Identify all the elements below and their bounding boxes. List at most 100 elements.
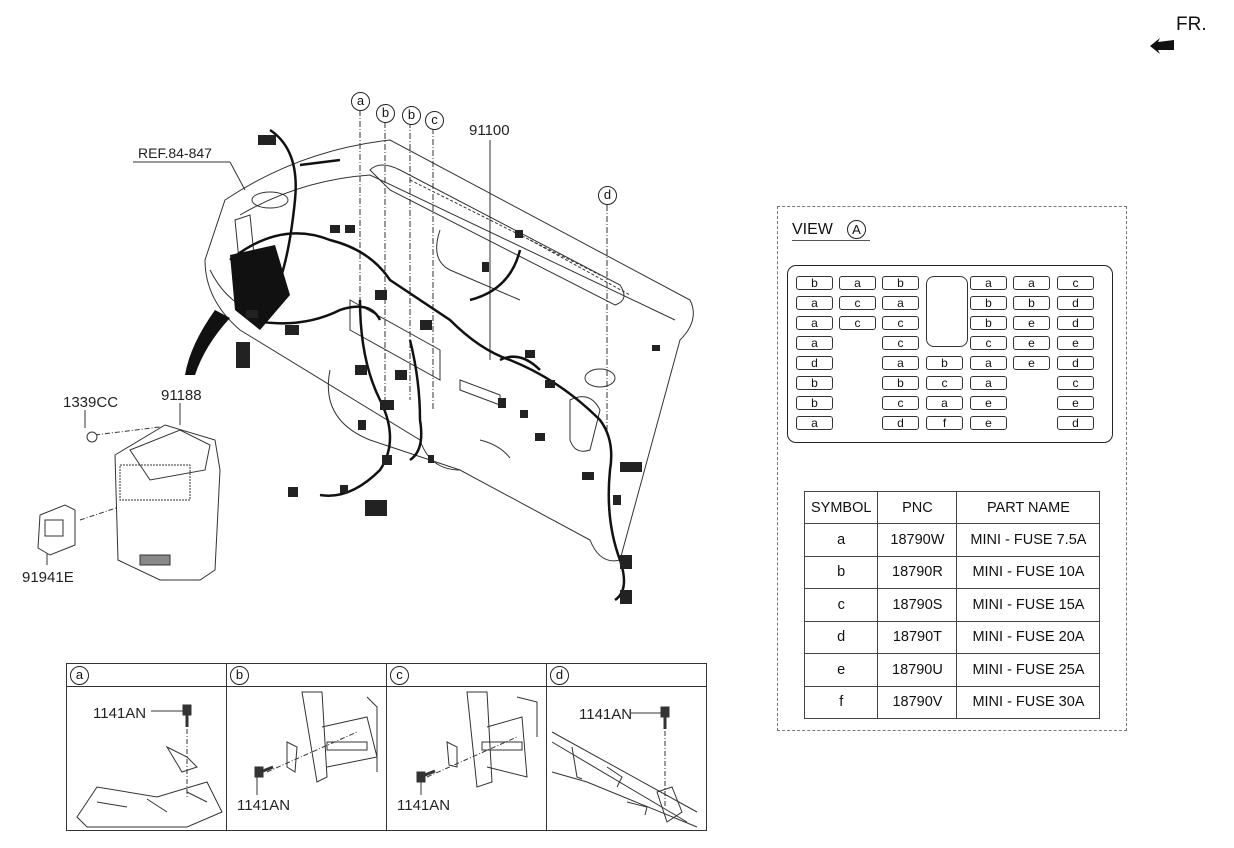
fuse-slot: e [970,416,1007,430]
fuse-slot: b [970,316,1007,330]
fuse-slot: e [1013,316,1050,330]
fuse-slot: a [796,336,833,350]
harness-pnc-label: 91100 [469,122,510,139]
table-cell-name: MINI - FUSE 30A [956,685,1101,719]
fuse-slot: c [882,396,919,410]
callout-d: d [598,186,617,205]
detail-symbol-d: d [550,666,569,685]
callout-b-2: b [402,106,421,125]
table-cell-pnc: 18790W [877,523,958,557]
fuse-slot: b [796,396,833,410]
fuse-slot: a [1013,276,1050,290]
detail-a-bolt-label: 1141AN [93,705,147,722]
detail-c-drawing [416,691,538,795]
detail-panel-a: a 1141AN [67,664,227,830]
fuse-slot: d [796,356,833,370]
ref-label: REF.84-847 [138,145,212,161]
table-cell-name: MINI - FUSE 7.5A [956,523,1101,557]
fuse-slot: a [796,296,833,310]
fuse-slot: b [970,296,1007,310]
table-cell-pnc: 18790R [877,555,958,589]
fuse-slot: c [970,336,1007,350]
detail-b-bolt-label: 1141AN [237,797,291,814]
nut-pnc-label: 1339CC [63,394,119,411]
fuse-slot: e [1013,336,1050,350]
fuse-slot: a [882,356,919,370]
table-cell-name: MINI - FUSE 25A [956,653,1101,687]
table-cell-name: MINI - FUSE 10A [956,555,1101,589]
fuse-slot: e [1057,336,1094,350]
fuse-slot: d [1057,356,1094,370]
fuse-slot: b [882,376,919,390]
table-cell-pnc: 18790S [877,588,958,622]
fuse-slot: a [796,316,833,330]
callout-c: c [425,111,444,130]
front-label: FR. [1176,14,1207,35]
table-cell-pnc: 18790U [877,653,958,687]
fuse-slot: b [1013,296,1050,310]
detail-c-bolt-label: 1141AN [397,797,451,814]
detail-symbol-c: c [390,666,409,685]
relay-slot [926,276,968,347]
detail-panel-c: c 1141AN [387,664,547,830]
fuse-slot: a [970,356,1007,370]
detail-symbol-a: a [70,666,89,685]
fuse-slot: c [1057,276,1094,290]
table-cell-symbol: f [803,685,879,719]
fuse-slot: d [1057,316,1094,330]
fuse-slot: d [882,416,919,430]
fuse-slot: d [1057,416,1094,430]
fuse-slot: b [796,376,833,390]
table-cell-pnc: 18790V [877,685,958,719]
detail-symbol-b: b [230,666,249,685]
fuse-slot: a [970,276,1007,290]
callout-a: a [351,92,370,111]
fuse-slot: c [839,316,876,330]
view-a-title: VIEW A [792,220,870,241]
fuse-slot: e [1013,356,1050,370]
table-cell-symbol: a [803,523,879,557]
fuse-slot: e [970,396,1007,410]
table-cell-symbol: b [803,555,879,589]
detail-panel-b: b 1141AN [227,664,387,830]
fuse-slot: c [839,296,876,310]
fuse-slot: c [926,376,963,390]
junction-box-pnc-label: 91188 [161,387,202,404]
fuse-slot: c [882,336,919,350]
table-header-symbol: SYMBOL [803,491,879,524]
table-cell-pnc: 18790T [877,620,958,654]
fuse-slot: c [882,316,919,330]
fuse-slot: c [1057,376,1094,390]
table-cell-name: MINI - FUSE 15A [956,588,1101,622]
table-header-pnc: PNC [877,491,958,524]
detail-panels: a 1141AN b [66,663,707,831]
fuse-slot: b [796,276,833,290]
switch-pnc-label: 91941E [22,569,74,586]
view-symbol: A [847,220,866,239]
fuse-slot: f [926,416,963,430]
fuse-slot: a [882,296,919,310]
fuse-slot: b [926,356,963,370]
fuse-slot: d [1057,296,1094,310]
fuse-slot: a [839,276,876,290]
fuse-slot: b [882,276,919,290]
table-cell-symbol: e [803,653,879,687]
fuse-slot: a [796,416,833,430]
callout-b: b [376,104,395,123]
detail-d-bolt-label: 1141AN [579,706,633,723]
detail-a-drawing [76,704,223,828]
fuse-slot: e [1057,396,1094,410]
view-title-text: VIEW [792,221,833,238]
table-header-part-name: PART NAME [956,491,1101,524]
table-cell-name: MINI - FUSE 20A [956,620,1101,654]
dashboard-harness-drawing [37,110,694,604]
